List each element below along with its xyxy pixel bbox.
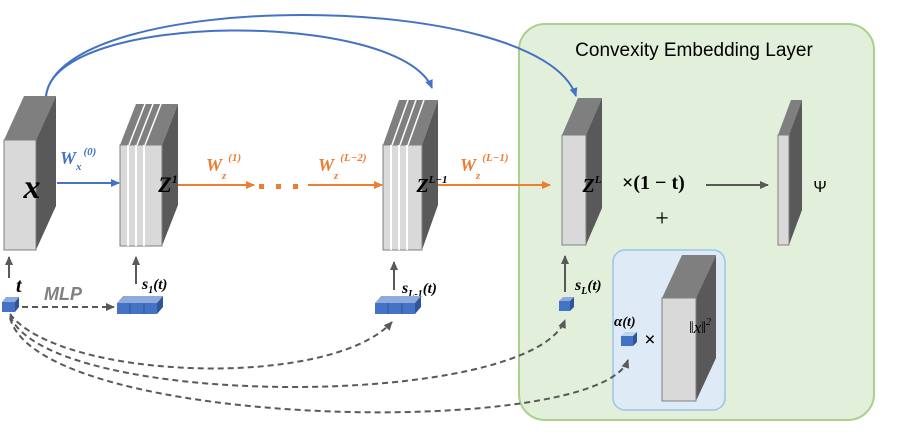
weight-w1: Wz(1) (206, 152, 241, 182)
label-alpha: α(t) (614, 314, 636, 330)
label-mlp: MLP (44, 284, 83, 304)
dashed-arrow-to-sL1 (9, 313, 393, 370)
block-zL1-label: ZL−1 (415, 174, 447, 197)
cube-alpha (621, 332, 637, 346)
block-zL (561, 98, 602, 246)
cube-sL (559, 297, 574, 311)
weight-wL1: Wz(L−1) (460, 152, 509, 182)
label-t: t (16, 275, 23, 297)
cube-s1 (117, 296, 163, 314)
cube-sL1 (375, 296, 421, 314)
block-z1-label: Z1 (157, 172, 177, 197)
label-sL: sL(t) (574, 277, 602, 297)
block-zL1 (382, 99, 438, 251)
block-zL-label: ZL (582, 174, 602, 197)
label-s1: s1(t) (141, 276, 167, 296)
label-sL1: sL-1(t) (401, 280, 437, 300)
cube-t (2, 297, 19, 312)
op-times-one-minus-t: ×(1 − t) (622, 172, 685, 194)
dashed-arrow-to-sL (9, 315, 566, 388)
skip-arrow-to-zL (45, 14, 578, 97)
panel-title: Convexity Embedding Layer (575, 40, 813, 61)
block-norm-label: ‖x‖2 (689, 317, 711, 337)
dashed-arrow-to-alpha (9, 317, 630, 414)
skip-arrow-to-zL1 (45, 29, 433, 97)
weight-w0: Wx(0) (60, 146, 96, 173)
block-z1 (119, 103, 178, 247)
op-plus: + (655, 206, 669, 232)
ellipsis-dots (259, 184, 298, 189)
block-psi-label: Ψ (813, 179, 826, 196)
block-psi (777, 100, 802, 246)
block-norm (661, 255, 716, 402)
block-x-label: x (23, 169, 41, 206)
weight-wL2: Wz(L−2) (318, 152, 367, 182)
block-x (3, 96, 56, 251)
op-times: × (644, 329, 655, 351)
